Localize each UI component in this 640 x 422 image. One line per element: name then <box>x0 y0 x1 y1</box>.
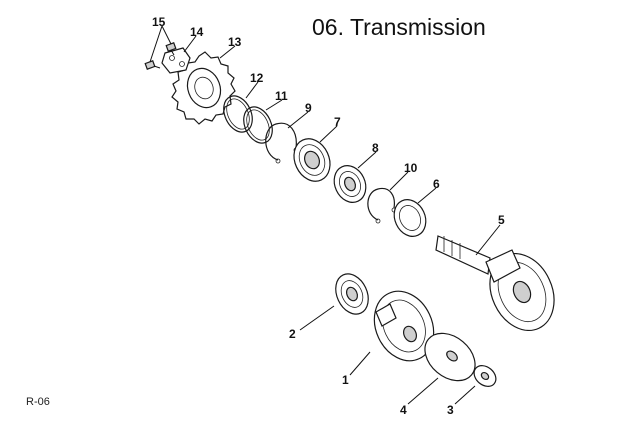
callout-10: 10 <box>404 161 418 175</box>
callout-15: 15 <box>152 15 166 29</box>
gear-part-1 <box>373 290 435 362</box>
bolt-part <box>144 42 177 70</box>
bearing-part-2 <box>335 273 369 315</box>
lock-plate-part <box>161 47 191 74</box>
callout-7: 7 <box>334 115 341 129</box>
washer-part-3 <box>473 365 497 387</box>
callout-3: 3 <box>447 403 454 417</box>
callout-13: 13 <box>228 35 242 49</box>
callout-2: 2 <box>289 327 296 341</box>
bearing-part-8 <box>333 165 367 203</box>
callout-9: 9 <box>305 101 312 115</box>
callout-6: 6 <box>433 177 440 191</box>
thin-ring-part-11 <box>243 106 273 144</box>
callout-8: 8 <box>372 141 379 155</box>
callout-12: 12 <box>250 71 264 85</box>
circlip-part-10 <box>367 187 397 224</box>
callout-14: 14 <box>190 25 204 39</box>
output-shaft-part-5 <box>435 235 555 332</box>
callout-1: 1 <box>342 373 349 387</box>
callout-4: 4 <box>400 403 407 417</box>
washer-part-4 <box>424 332 476 382</box>
sprocket-part <box>171 51 236 125</box>
diagram-reference-code: R-06 <box>26 396 50 408</box>
bearing-part-7 <box>293 138 331 182</box>
circlip-part-9 <box>265 122 299 164</box>
callout-11: 11 <box>275 89 288 103</box>
needle-bearing-part-6 <box>393 199 427 237</box>
callout-5: 5 <box>498 213 505 227</box>
diagram-title: 06. Transmission <box>312 14 486 40</box>
